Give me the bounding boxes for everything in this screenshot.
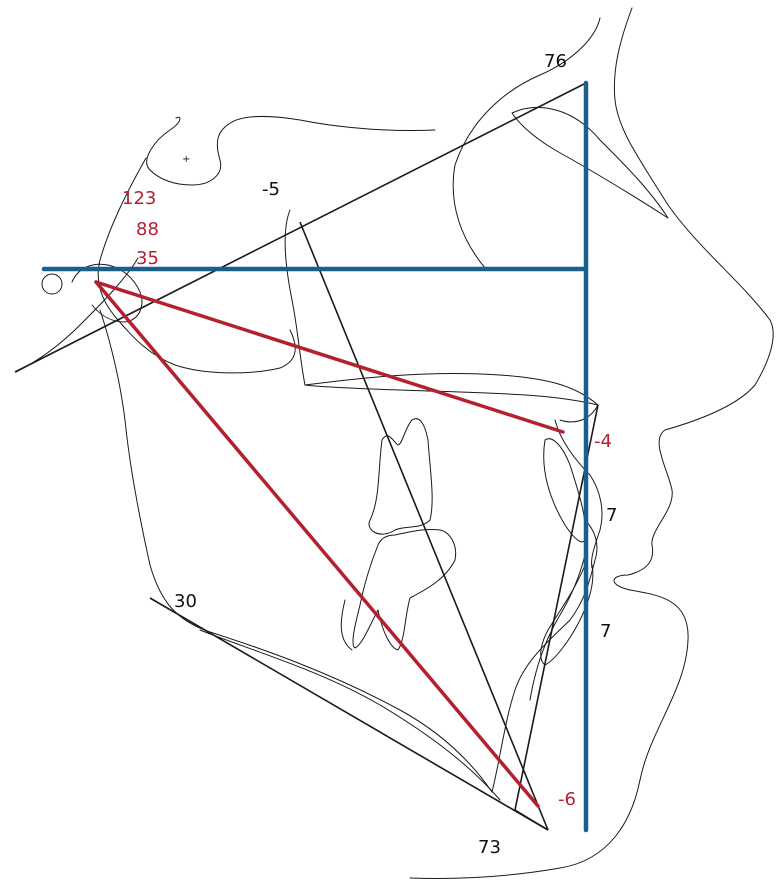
orbit-contour xyxy=(452,17,601,269)
mandible-ramus xyxy=(99,309,493,793)
nasion-vertical-black xyxy=(299,221,549,831)
upper-molar xyxy=(368,418,433,535)
lower-molar xyxy=(352,529,457,651)
lower-molar-root xyxy=(340,599,353,651)
mandibular-plane xyxy=(149,597,549,831)
label-76: 76 xyxy=(544,51,567,72)
sphenoid-contour xyxy=(97,157,296,374)
sella-contour xyxy=(15,257,139,373)
symphysis-contour xyxy=(491,519,598,793)
label-7-lower: 7 xyxy=(600,621,611,642)
label-73: 73 xyxy=(478,837,501,858)
label-88: 88 xyxy=(136,219,159,240)
red-line-upper xyxy=(94,280,565,434)
label-7-upper: 7 xyxy=(606,505,617,526)
red-line-lower xyxy=(94,280,540,808)
mandible-lower-border xyxy=(199,629,501,801)
upper-incisor xyxy=(543,438,587,543)
label-neg5: -5 xyxy=(262,179,280,200)
upper-lip-contour xyxy=(554,419,603,569)
label-123: 123 xyxy=(122,188,156,209)
label-35: 35 xyxy=(136,248,159,269)
label-neg6: -6 xyxy=(558,789,576,810)
ear-rod xyxy=(41,273,63,295)
label-neg4: -4 xyxy=(594,431,612,452)
palate-contour xyxy=(304,372,599,423)
pterygoid-contour xyxy=(284,209,599,406)
nasal-bone xyxy=(511,106,669,219)
symphysis-inner xyxy=(529,554,586,701)
cranial-base-contour xyxy=(146,115,436,186)
label-30: 30 xyxy=(174,591,197,612)
soft-tissue-profile xyxy=(409,7,774,879)
condyle-contour xyxy=(71,263,143,323)
sella-marker: + xyxy=(182,154,190,165)
sn-line xyxy=(14,82,587,373)
